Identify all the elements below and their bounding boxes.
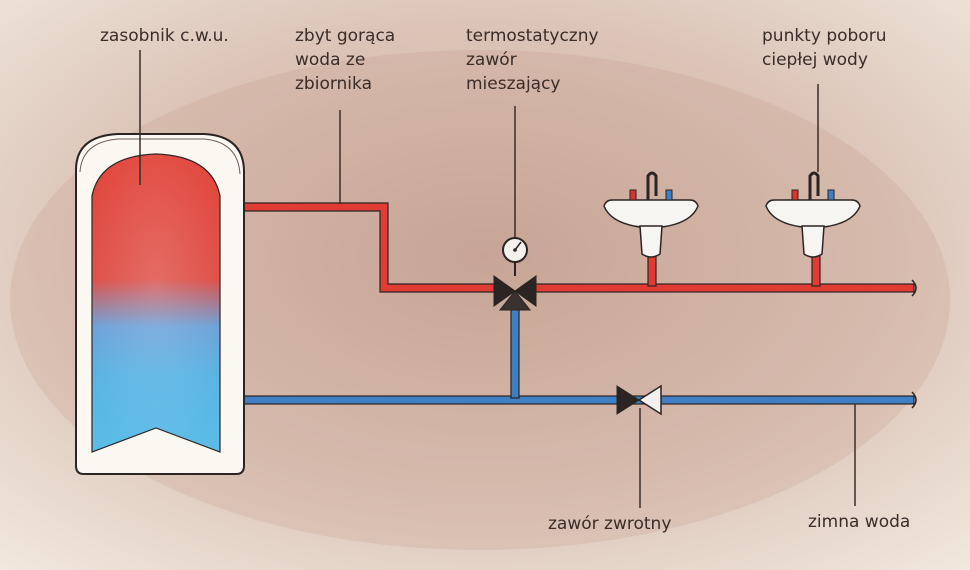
label-draw-points-line-2: ciepłej wody <box>762 50 868 70</box>
sink-2-tap-cold-icon <box>827 189 835 201</box>
sink-2 <box>765 171 861 258</box>
sink-1-faucet-icon <box>646 171 658 200</box>
check-valve-left <box>616 385 640 415</box>
label-mixing-valve: termostatyczny zawór mieszający <box>466 24 599 96</box>
label-hot-water: zbyt gorąca woda ze zbiornika <box>295 24 395 96</box>
sink-2-basin <box>765 199 861 229</box>
valve-body-left <box>493 275 516 307</box>
thermostatic-mixing-valve <box>493 237 537 311</box>
cold-pipe-end-cap <box>911 391 917 409</box>
label-mixing-valve-line-3: mieszający <box>466 74 561 94</box>
sink-2-faucet-icon <box>808 171 820 200</box>
cold-pipe-to-mixer <box>510 304 520 399</box>
label-mixing-valve-line-2: zawór <box>466 50 517 70</box>
leader-lines <box>139 50 856 508</box>
check-valve-right <box>637 384 662 416</box>
sink-2-pedestal <box>801 225 825 258</box>
check-valve <box>616 384 662 416</box>
label-check-valve: zawór zwrotny <box>548 514 672 534</box>
valve-body-right <box>514 275 537 307</box>
hot-pipe-riser-sink-1 <box>647 255 657 287</box>
hot-pipe-end-cap <box>911 279 917 297</box>
sink-1 <box>603 171 699 258</box>
hot-pipe-riser-sink-2 <box>811 255 821 287</box>
label-hot-water-line-3: zbiornika <box>295 74 372 94</box>
hot-pipe-main <box>531 283 915 293</box>
sink-1-tap-cold-icon <box>665 189 673 201</box>
label-storage-tank: zasobnik c.w.u. <box>100 26 229 46</box>
sink-1-basin <box>603 199 699 229</box>
label-draw-points: punkty poboru ciepłej wody <box>762 24 886 72</box>
sink-1-pedestal <box>639 225 663 258</box>
storage-tank <box>75 133 245 475</box>
label-mixing-valve-line-1: termostatyczny <box>466 26 599 46</box>
label-hot-water-line-2: woda ze <box>295 50 366 70</box>
label-cold-water: zimna woda <box>808 512 911 532</box>
sink-1-tap-hot-icon <box>629 189 637 201</box>
tank-inner-line <box>79 138 241 175</box>
cold-pipe-main <box>239 395 915 405</box>
label-draw-points-line-1: punkty poboru <box>762 26 887 46</box>
tank-water-sheen <box>92 154 220 452</box>
valve-body-bottom <box>498 290 532 311</box>
sink-2-tap-hot-icon <box>791 189 799 201</box>
label-hot-water-line-1: zbyt gorąca <box>295 26 396 46</box>
